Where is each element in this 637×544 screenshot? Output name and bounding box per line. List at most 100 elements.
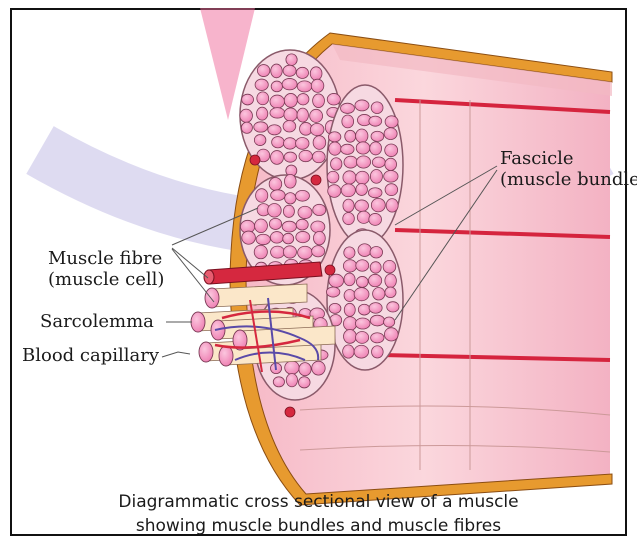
muscle-fibre-cell — [327, 93, 340, 105]
muscle-fibre-cell — [385, 158, 397, 170]
fibre-end — [205, 288, 219, 308]
muscle-fibre-cell — [298, 246, 313, 259]
muscle-fibre-cell — [299, 363, 311, 376]
muscle-fibre-cell — [368, 274, 381, 286]
muscle-fibre-cell — [268, 203, 282, 217]
muscle-fibre-cell — [371, 333, 384, 343]
muscle-fibre-cell — [329, 303, 341, 313]
caption-line-1: Diagrammatic cross sectional view of a m… — [0, 490, 637, 514]
label-sarcolemma: Sarcolemma — [40, 311, 154, 332]
muscle-fibre-cell — [356, 184, 368, 196]
muscle-fibre-cell — [328, 132, 340, 142]
muscle-fibre-cell — [296, 67, 308, 78]
fibre-end — [219, 346, 233, 366]
muscle-fibre-cell — [343, 317, 356, 331]
muscle-fibre-cell — [270, 108, 285, 118]
muscle-fibre-cell — [354, 288, 369, 301]
muscle-fibre-cell — [283, 65, 296, 76]
muscle-fibre-cell — [370, 246, 383, 257]
muscle-fibre-cell — [283, 121, 296, 132]
muscle-fibre-cell — [311, 221, 325, 233]
muscle-fibre-cell — [284, 108, 297, 121]
muscle-fibre-cell — [286, 374, 297, 387]
label-muscle-fibre: Muscle fibre — [48, 248, 162, 269]
muscle-fibre-cell — [297, 94, 309, 105]
muscle-fibre-cell — [356, 276, 368, 287]
muscle-fibre-cell — [284, 138, 297, 149]
muscle-fibre-cell — [242, 231, 256, 244]
capillary-dot — [250, 155, 260, 165]
muscle-fibre-cell — [343, 171, 356, 184]
capillary-dot — [311, 175, 321, 185]
muscle-fibre-cell — [371, 198, 385, 212]
muscle-fibre-cell — [384, 128, 397, 140]
fascicle-right-lower — [326, 230, 403, 370]
muscle-fibre-cell — [357, 211, 370, 223]
muscle-fibre-cell — [358, 304, 370, 315]
muscle-fibre-cell — [271, 246, 285, 258]
muscle-fibre-cell — [255, 79, 268, 90]
muscle-fibre-cell — [285, 361, 299, 374]
muscle-fibre-cell — [370, 262, 381, 273]
muscle-fibre-cell — [283, 205, 294, 217]
muscle-fibre-cell — [387, 302, 399, 312]
muscle-fibre-cell — [370, 169, 382, 183]
caption-line-2: showing muscle bundles and muscle fibres — [0, 514, 637, 538]
muscle-fibre-cell — [310, 67, 322, 80]
muscle-fibre-cell — [355, 200, 369, 212]
fibre-end — [199, 342, 213, 362]
muscle-fibre-cell — [329, 142, 341, 155]
muscle-fibre-cell — [284, 152, 297, 162]
fibre-end — [191, 312, 205, 332]
muscle-fibre-cell — [282, 78, 297, 89]
muscle-fibre-cell — [327, 171, 339, 183]
muscle-fibre-cell — [356, 129, 368, 143]
muscle-fibre-cell — [254, 245, 267, 259]
muscle-fibre-cell — [286, 54, 297, 66]
muscle-fibre-cell — [342, 115, 354, 128]
muscle-fibre-cell — [256, 107, 267, 120]
muscle-fibre-cell — [296, 231, 310, 242]
muscle-fibre-cell — [343, 345, 355, 358]
muscle-fibre-cell — [256, 189, 268, 203]
muscle-fibre-cell — [296, 219, 308, 230]
muscle-fibre-cell — [298, 377, 310, 388]
muscle-fibre-cell — [312, 246, 325, 257]
muscle-fibre-cell — [313, 94, 325, 108]
muscle-fibre-cell — [310, 123, 324, 135]
muscle-fibre-cell — [273, 377, 284, 387]
muscle-fibre-cell — [242, 94, 254, 105]
muscle-fibre-cell — [371, 102, 383, 114]
muscle-fibre-cell — [311, 79, 324, 92]
muscle-fibre-cell — [282, 221, 296, 232]
muscle-fibre-cell — [385, 184, 398, 196]
muscle-fibre-cell — [310, 109, 323, 122]
capillary-dot — [325, 265, 335, 275]
muscle-fibre-cell — [285, 193, 296, 204]
muscle-fibre-cell — [271, 81, 282, 92]
muscle-fibre-cell — [373, 288, 385, 301]
muscle-fibre-cell — [312, 151, 325, 163]
muscle-fibre-cell — [255, 219, 268, 233]
fascicle-right-upper — [327, 85, 403, 245]
muscle-fibre-cell — [296, 137, 309, 149]
label-muscle-fibre-sub: (muscle cell) — [48, 269, 164, 290]
muscle-fibre-cell — [270, 95, 285, 108]
muscle-fibre-cell — [298, 206, 312, 218]
muscle-fibre-cell — [271, 190, 286, 201]
muscle-fibre-cell — [268, 125, 281, 135]
muscle-fibre-cell — [385, 116, 398, 128]
muscle-fibre-cell — [369, 213, 382, 225]
muscle-fibre-cell — [355, 100, 369, 111]
muscle-fibre-cell — [384, 328, 398, 341]
muscle-fibre-cell — [343, 199, 354, 212]
muscle-fibre-cell — [269, 218, 281, 229]
muscle-fibre-cell — [283, 233, 294, 244]
muscle-fibre-cell — [344, 247, 355, 259]
muscle-fibre-cell — [270, 151, 283, 165]
muscle-fibre-cell — [329, 274, 344, 287]
muscle-fibre-cell — [372, 346, 384, 358]
muscle-fibre-cell — [344, 330, 357, 344]
muscle-fibre-cell — [370, 315, 384, 326]
label-fascicle-sub: (muscle bundle — [500, 169, 637, 190]
